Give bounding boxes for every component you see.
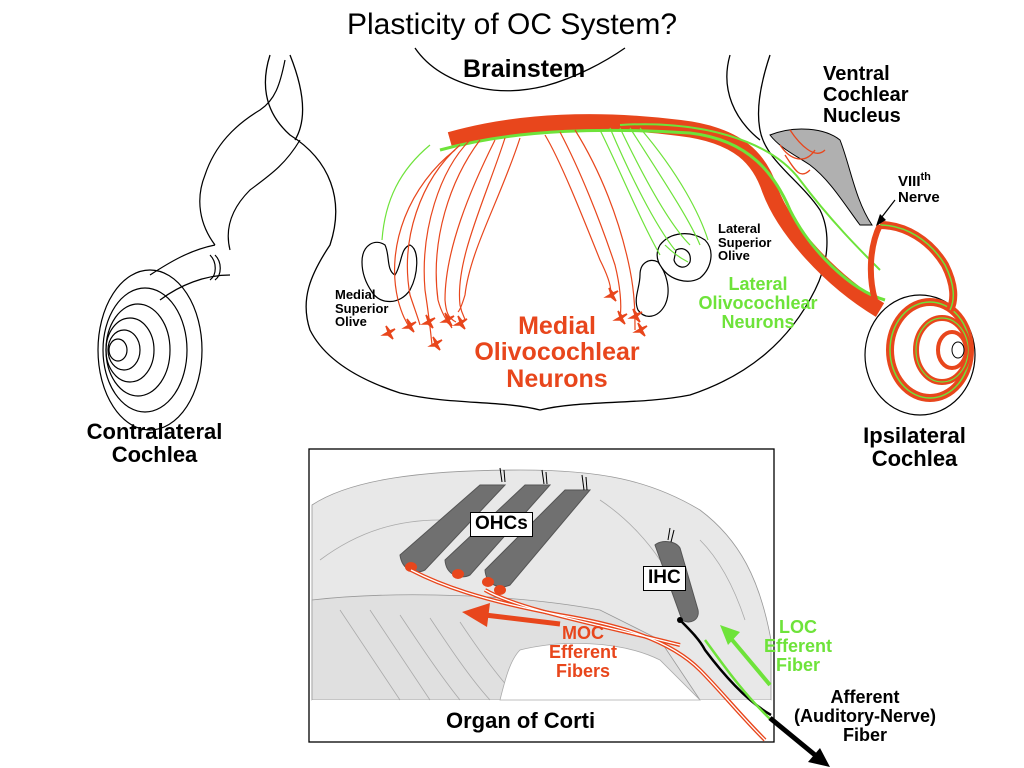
afferent-arrow	[768, 716, 830, 767]
ihc-label: IHC	[643, 566, 686, 591]
contralateral-cochlea-drawing	[97, 59, 301, 431]
brainstem-label: Brainstem	[463, 55, 586, 83]
slide-title: Plasticity of OC System?	[346, 8, 678, 41]
nerve-pointer-arrow	[876, 199, 896, 226]
viii-nerve-label: VIIIth Nerve	[898, 171, 940, 206]
ipsilateral-cochlea-drawing	[864, 221, 976, 416]
organ-of-corti-caption: Organ of Corti	[446, 708, 596, 733]
olivocochlear-bundle	[439, 114, 886, 317]
organ-of-corti-drawing	[311, 467, 772, 742]
brainstem-outline	[264, 47, 828, 411]
vcn-fibers	[779, 129, 826, 175]
medial-neurons	[380, 287, 648, 351]
lateral-fibers	[381, 127, 709, 263]
superior-olives	[361, 233, 712, 317]
afferent-fiber-label: Afferent(Auditory-Nerve)Fiber	[793, 687, 936, 745]
ohcs-label: OHCs	[470, 512, 533, 537]
